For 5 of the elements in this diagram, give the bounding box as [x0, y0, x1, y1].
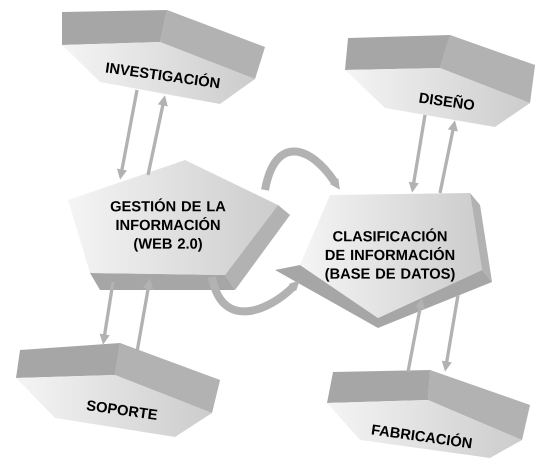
pentagon-box: CLASIFICACIÓN DE INFORMACIÓN (BASE DE DATOS) — [275, 193, 492, 328]
slab-box: FABRICACIÓN — [327, 370, 530, 458]
slab-box: DISEÑO — [345, 35, 535, 127]
slab-box: SOPORTE — [16, 343, 220, 437]
pentagon-box: GESTIÓN DE LA INFORMACIÓN (WEB 2.0) — [68, 160, 290, 290]
